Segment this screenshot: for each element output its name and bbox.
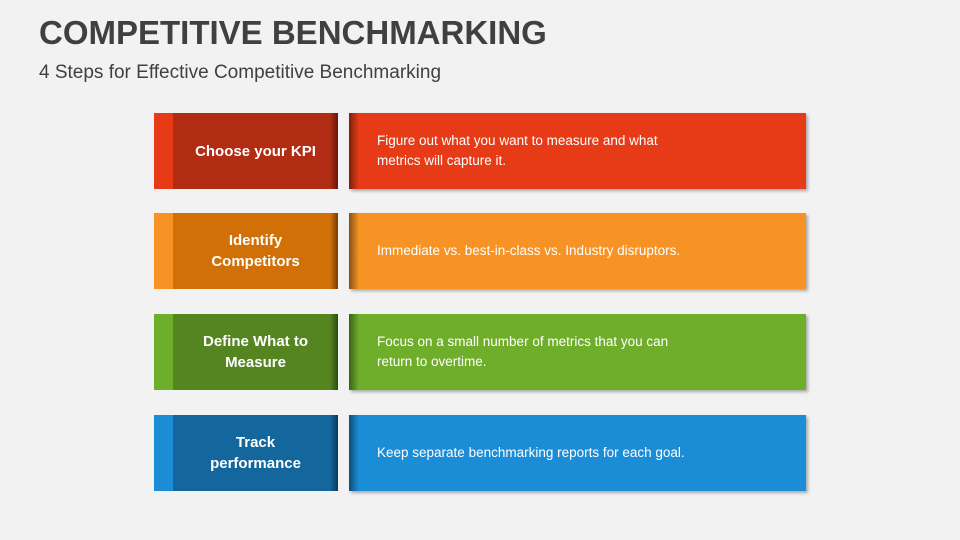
page-subtitle: 4 Steps for Effective Competitive Benchm… xyxy=(39,62,442,83)
step-label: Track performance xyxy=(210,434,301,472)
accent-strip xyxy=(154,213,173,289)
step-4: Track performance Keep separate benchmar… xyxy=(154,415,807,492)
accent-strip xyxy=(154,415,173,491)
step-label-box: Track performance xyxy=(154,415,338,491)
step-description-box: Immediate vs. best-in-class vs. Industry… xyxy=(349,213,806,289)
step-label-box: Define What to Measure xyxy=(154,314,338,390)
step-2: Identify Competitors Immediate vs. best-… xyxy=(154,213,807,290)
step-description-box: Keep separate benchmarking reports for e… xyxy=(349,415,806,491)
step-label: Define What to Measure xyxy=(203,333,308,371)
step-description: Keep separate benchmarking reports for e… xyxy=(377,445,685,460)
step-description-box: Focus on a small number of metrics that … xyxy=(349,314,806,390)
step-description: Immediate vs. best-in-class vs. Industry… xyxy=(377,243,681,258)
step-label: Identify Competitors xyxy=(211,232,300,270)
step-label-box: Identify Competitors xyxy=(154,213,338,289)
page-title: COMPETITIVE BENCHMARKING xyxy=(39,14,547,51)
accent-strip xyxy=(154,113,173,189)
step-1: Choose your KPI Figure out what you want… xyxy=(154,113,807,190)
accent-strip xyxy=(154,314,173,390)
step-description-box: Figure out what you want to measure and … xyxy=(349,113,806,189)
step-label: Choose your KPI xyxy=(195,142,316,160)
step-label-box: Choose your KPI xyxy=(154,113,338,189)
step-description: Figure out what you want to measure and … xyxy=(377,133,658,168)
step-description: Focus on a small number of metrics that … xyxy=(377,334,669,369)
step-3: Define What to Measure Focus on a small … xyxy=(154,314,807,391)
